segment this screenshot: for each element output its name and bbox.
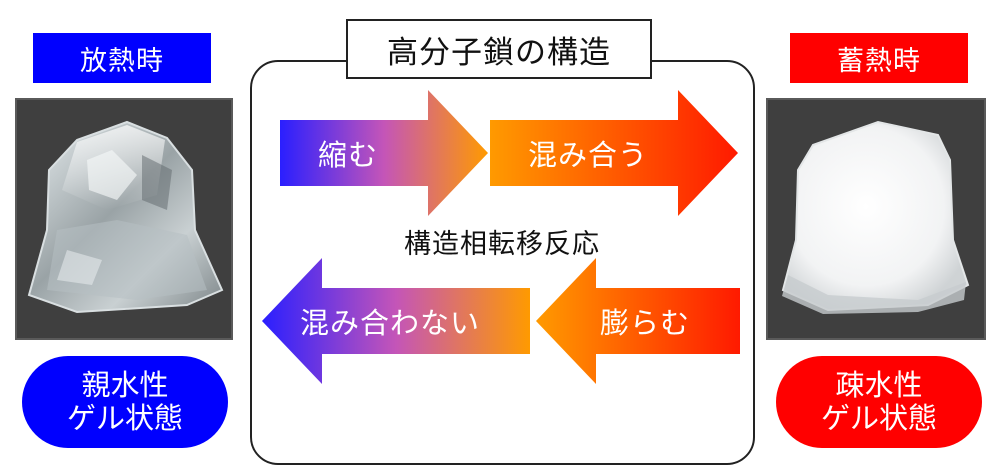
left-state-label: 放熱時 [33, 33, 211, 83]
opaque-gel-image [781, 120, 970, 314]
arrow-not-crowd [262, 258, 530, 384]
arrow-crowd [490, 90, 738, 216]
hydrophilic-gel-label: 親水性 ゲル状態 [22, 356, 228, 448]
right-gel-line2: ゲル状態 [820, 401, 937, 435]
right-gel-line1: 疎水性 [835, 367, 923, 402]
left-gel-line2: ゲル状態 [66, 401, 183, 435]
label-not-crowd: 混み合わない [300, 306, 481, 340]
clear-gel-photo [15, 98, 233, 340]
arrow-shrink [280, 90, 488, 216]
polymer-chain-title: 高分子鎖の構造 [346, 19, 652, 79]
label-swell: 膨らむ [600, 306, 691, 340]
clear-gel-image [27, 120, 224, 314]
hydrophobic-gel-label: 疎水性 ゲル状態 [776, 356, 982, 448]
label-shrink: 縮む [318, 138, 379, 172]
arrow-swell [536, 258, 740, 384]
label-crowd: 混み合う [528, 138, 649, 172]
right-state-label: 蓄熱時 [790, 33, 968, 83]
opaque-gel-photo [766, 98, 986, 340]
left-gel-line1: 親水性 [81, 367, 169, 402]
structural-phase-transition-label: 構造相転移反応 [404, 229, 600, 260]
